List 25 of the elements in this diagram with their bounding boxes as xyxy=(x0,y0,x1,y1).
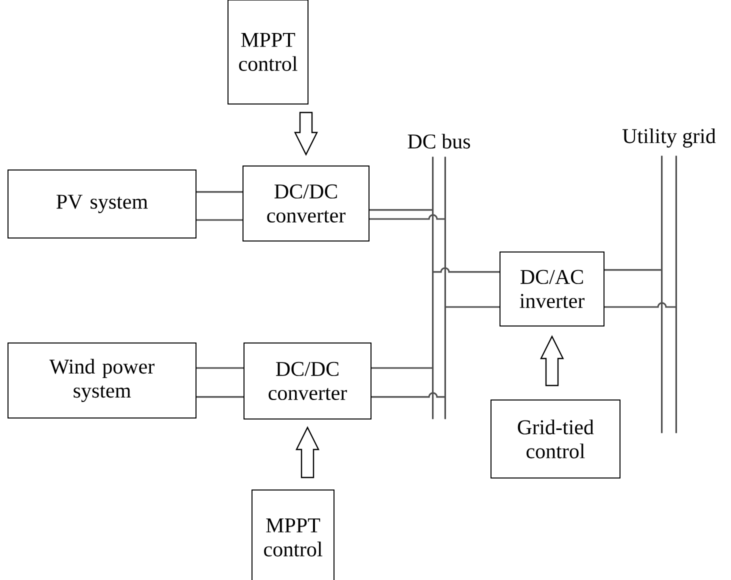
connector-line xyxy=(445,306,500,308)
connector-line xyxy=(432,267,500,273)
connector-line xyxy=(196,191,242,193)
bus-label: DC bus xyxy=(408,134,470,149)
connector-line xyxy=(196,396,244,398)
connector-line xyxy=(604,302,676,308)
connector-line xyxy=(196,219,242,221)
block-arrow xyxy=(540,335,564,386)
process-box: Wind power system xyxy=(8,342,196,418)
process-box: MPPT control xyxy=(252,489,334,580)
block-arrow xyxy=(296,426,320,478)
block-arrow xyxy=(294,112,318,156)
process-box: DC/DC converter xyxy=(242,166,370,242)
process-box: DC/DC converter xyxy=(244,342,372,420)
process-box: Grid-tied control xyxy=(490,399,620,478)
connector-line xyxy=(196,367,244,369)
bus-label: Utility grid xyxy=(622,128,716,148)
connector-line xyxy=(370,214,446,220)
connector-line xyxy=(604,269,662,271)
process-box: DC/AC inverter xyxy=(500,251,604,326)
process-box: MPPT control xyxy=(228,0,308,104)
connector-line xyxy=(372,367,433,369)
connector-line xyxy=(370,209,433,211)
process-box: PV system xyxy=(8,169,196,238)
connector-line xyxy=(372,392,446,398)
